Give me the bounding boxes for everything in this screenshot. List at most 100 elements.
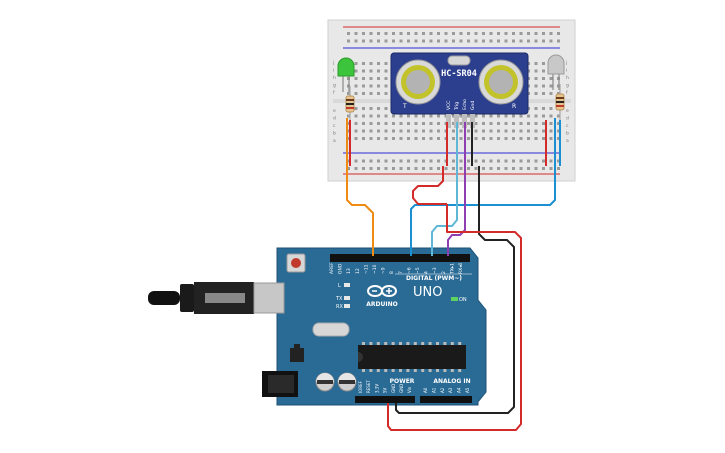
row-letter: h bbox=[566, 75, 569, 81]
wire-purple-echo-to-pin2[interactable] bbox=[447, 122, 466, 256]
chip-pin bbox=[391, 369, 395, 372]
dc-power-jack[interactable] bbox=[262, 371, 298, 397]
receiver-can bbox=[478, 59, 524, 105]
chip-pin bbox=[369, 369, 373, 372]
analog-header[interactable] bbox=[420, 396, 472, 403]
power-pin-label: 3.3V bbox=[374, 384, 379, 393]
row-letter: a bbox=[566, 139, 569, 144]
power-label: POWER bbox=[390, 378, 415, 385]
row-letter: j bbox=[332, 60, 334, 66]
wire-red-5v-long[interactable] bbox=[387, 204, 522, 431]
row-letter: i bbox=[566, 68, 567, 74]
digital-pin-label: ~10 bbox=[372, 264, 378, 274]
svg-text:L: L bbox=[338, 283, 341, 289]
analog-in-label: ANALOG IN bbox=[433, 378, 470, 385]
green-led[interactable] bbox=[337, 57, 355, 92]
digital-pin-label: 8 bbox=[389, 271, 395, 274]
digital-pin-label: 2 bbox=[441, 271, 447, 274]
svg-text:TX: TX bbox=[335, 296, 343, 302]
row-letter: b bbox=[566, 131, 569, 137]
transmitter-can bbox=[395, 59, 441, 105]
row-letter: i bbox=[333, 68, 334, 74]
power-pin-label: Vin bbox=[407, 386, 412, 393]
digital-pin-label: 7 bbox=[398, 271, 404, 274]
power-header[interactable] bbox=[355, 396, 415, 403]
status-leds: L TX RX bbox=[335, 283, 350, 310]
white-led[interactable] bbox=[547, 54, 565, 90]
row-letter: g bbox=[566, 84, 569, 89]
row-letter: g bbox=[333, 84, 336, 89]
row-letter: c bbox=[566, 124, 569, 129]
row-letter: f bbox=[333, 90, 335, 96]
power-pin-label: RESET bbox=[366, 380, 371, 393]
wire-lightblue-trig-to-pin3[interactable] bbox=[431, 122, 458, 256]
power-pin-label: 5V bbox=[383, 387, 388, 393]
bottom-rail-holes bbox=[343, 157, 561, 171]
arduino-model: UNO bbox=[413, 285, 442, 300]
chip-pin bbox=[450, 342, 454, 345]
digital-pin-label: ~6 bbox=[406, 267, 412, 274]
green-led-resistor[interactable] bbox=[345, 86, 355, 120]
digital-pwm-label: DIGITAL (PWM~) bbox=[406, 275, 462, 282]
sensor-pin-label: Echo bbox=[462, 99, 468, 110]
wire-red-5v-to-arduino[interactable] bbox=[412, 166, 447, 205]
breadboard-rail-stubs bbox=[349, 120, 561, 166]
row-letter: h bbox=[333, 75, 336, 81]
wire-orange-led-to-pin13[interactable] bbox=[346, 118, 374, 256]
chip-pin bbox=[458, 369, 462, 372]
row-letter: f bbox=[566, 90, 568, 96]
digital-pin-label: ~5 bbox=[415, 267, 421, 274]
digital-pin-label: ~9 bbox=[381, 267, 387, 274]
chip-pin bbox=[384, 342, 388, 345]
usb-b-port bbox=[253, 282, 285, 314]
svg-text:ON: ON bbox=[459, 297, 467, 303]
chip-pin bbox=[376, 342, 380, 345]
sensor-pin-label: VCC bbox=[446, 101, 452, 110]
power-led: ON bbox=[451, 297, 467, 303]
arduino-logo bbox=[367, 285, 397, 297]
chip-pin bbox=[406, 369, 410, 372]
chip-pin bbox=[421, 342, 425, 345]
wire-black-gnd-to-arduino-gnd[interactable] bbox=[395, 166, 515, 414]
digital-pin-label: ~3 bbox=[432, 267, 438, 274]
wire-blue-led-to-pin7[interactable] bbox=[410, 118, 556, 256]
digital-pin-label: 12 bbox=[355, 268, 361, 274]
power-pin-label: GND bbox=[399, 384, 404, 393]
capacitor-left bbox=[315, 372, 335, 392]
digital-header[interactable] bbox=[330, 254, 470, 262]
arduino-brand: ARDUINO bbox=[366, 301, 397, 308]
digital-pin-label: 13 bbox=[346, 268, 352, 274]
row-letter: e bbox=[333, 109, 336, 114]
reset-button[interactable] bbox=[286, 253, 306, 273]
svg-text:RX: RX bbox=[336, 304, 343, 310]
analog-pin-label: A5 bbox=[465, 387, 470, 393]
chip-pin bbox=[421, 369, 425, 372]
chip-pin bbox=[399, 369, 402, 372]
chip-pin bbox=[428, 342, 432, 345]
analog-pin-label: A1 bbox=[431, 387, 436, 393]
white-led-resistor[interactable] bbox=[555, 84, 565, 120]
usb-cable[interactable] bbox=[148, 282, 285, 314]
analog-pin-label: A4 bbox=[457, 387, 462, 393]
chip-pin bbox=[458, 342, 462, 345]
digital-pin-label: 4 bbox=[424, 271, 430, 274]
analog-pin-label: A0 bbox=[423, 387, 428, 393]
chip-pin bbox=[399, 342, 402, 345]
chip-pin bbox=[362, 369, 365, 372]
chip-pin bbox=[413, 369, 417, 372]
row-letter: e bbox=[566, 109, 569, 114]
chip-pin bbox=[391, 342, 395, 345]
digital-pin-label: RX◂0 bbox=[458, 263, 464, 274]
chip-pin bbox=[443, 342, 447, 345]
chip-pin bbox=[384, 369, 388, 372]
row-letter: c bbox=[333, 124, 336, 129]
sensor-pin-headers bbox=[446, 114, 475, 128]
